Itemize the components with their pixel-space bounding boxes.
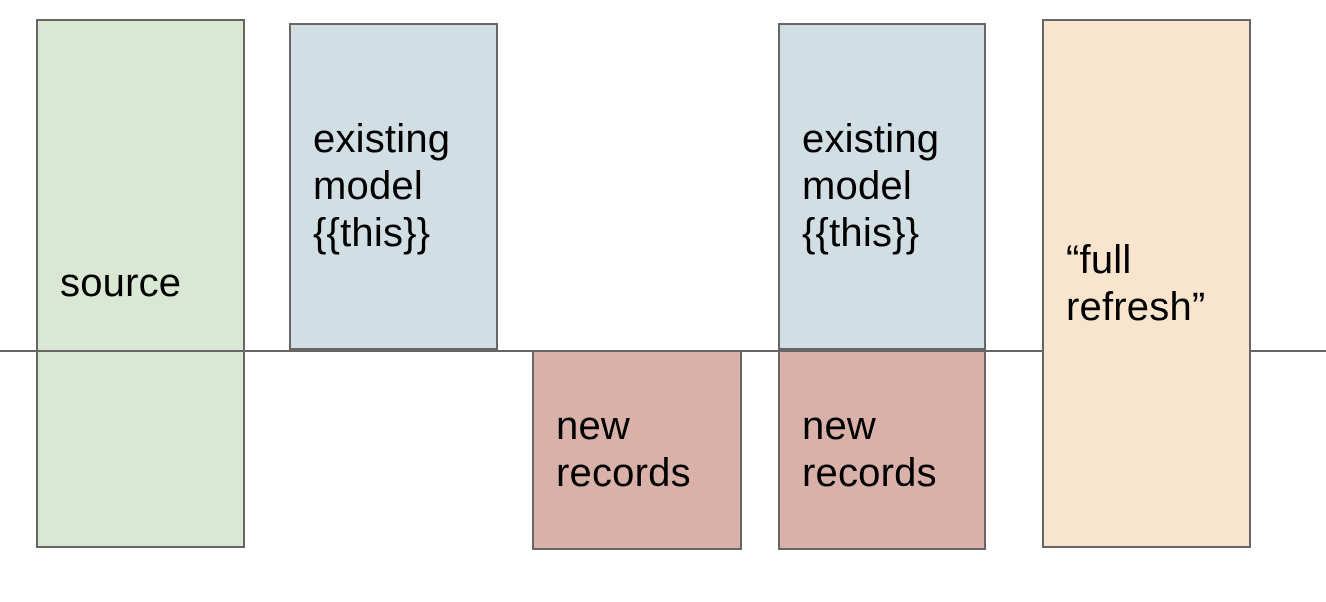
box-source: source [36, 19, 245, 548]
box-new-records-2-label: new records [802, 404, 937, 495]
box-existing-model-1-label: existing model {{this}} [313, 117, 451, 255]
box-existing-model-2: existing model {{this}} [778, 23, 986, 350]
box-new-records-2: new records [778, 350, 986, 550]
box-full-refresh: “full refresh” [1042, 19, 1251, 548]
box-existing-model-2-label: existing model {{this}} [802, 117, 940, 255]
box-new-records-1: new records [532, 350, 742, 550]
box-full-refresh-label: “full refresh” [1066, 237, 1206, 329]
box-existing-model-1: existing model {{this}} [289, 23, 498, 350]
box-new-records-1-label: new records [556, 404, 691, 495]
box-source-label: source [60, 261, 182, 305]
